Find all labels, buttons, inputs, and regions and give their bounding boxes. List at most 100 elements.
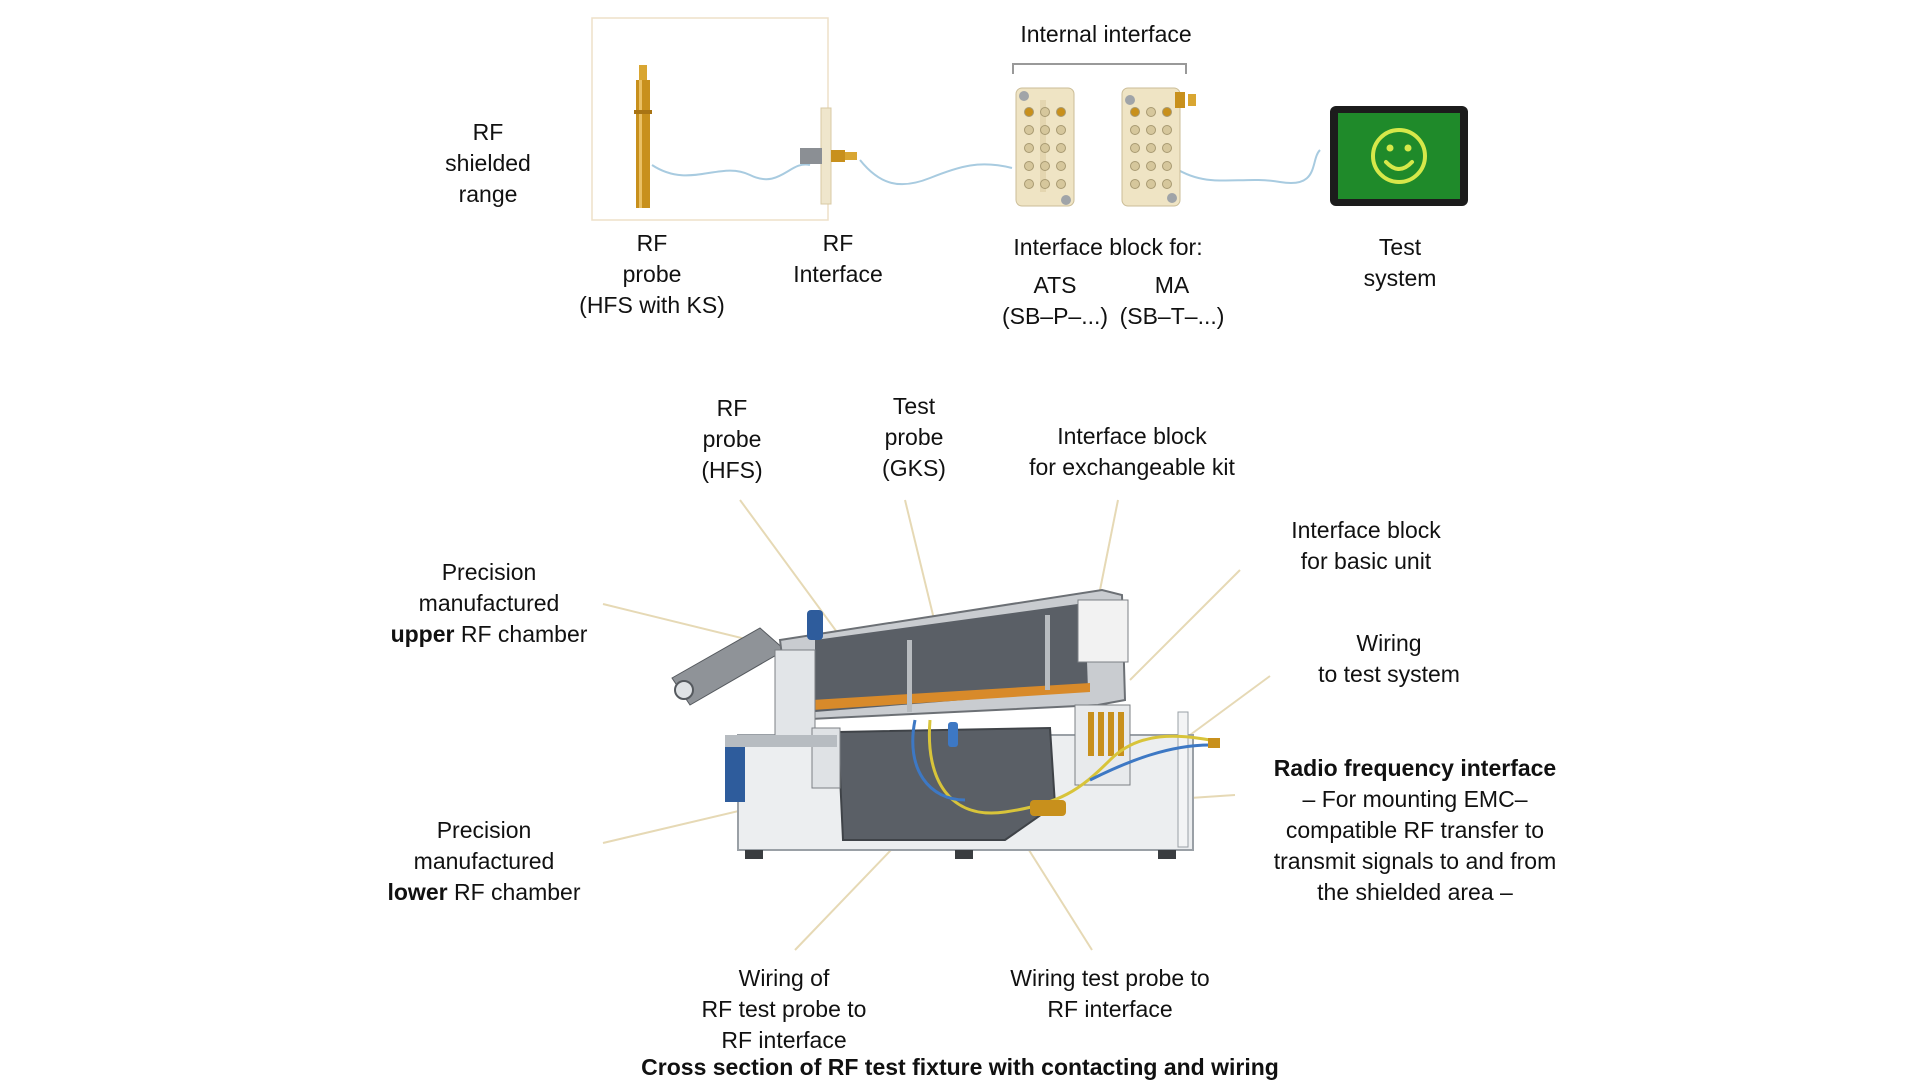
- contact-pin: [1130, 179, 1140, 189]
- contact-pin: [1024, 125, 1034, 135]
- contact-pin: [1024, 107, 1034, 117]
- shielded-range-line: shielded: [445, 150, 531, 176]
- upper-chamber-line: upper RF chamber: [391, 619, 588, 650]
- lower-chamber-rest: RF chamber: [447, 879, 581, 905]
- label-ma: MA (SB–T–...): [1120, 270, 1225, 332]
- wiring-yellow: [927, 719, 1211, 815]
- cable-interface-to-block: [859, 159, 1013, 186]
- label-upper-chamber: Precision manufactured upper RF chamber: [391, 557, 588, 650]
- upper-chamber-line: manufactured: [418, 590, 560, 616]
- contact-pin: [1130, 143, 1140, 153]
- rf-interface-line: RF: [822, 230, 854, 256]
- test-probe-gks-line: Test: [892, 393, 936, 419]
- ma-pin-grid: [1130, 107, 1172, 189]
- test-system-monitor: [1330, 106, 1468, 206]
- wiring-test-probe-line: RF interface: [1047, 996, 1173, 1022]
- contact-pin: [1146, 107, 1156, 117]
- contact-pin: [1162, 107, 1172, 117]
- lower-chamber-line: Precision: [436, 817, 532, 843]
- leader-lines: [602, 499, 1271, 951]
- contact-pin: [1056, 161, 1066, 171]
- label-wiring-test-system: Wiring to test system: [1318, 628, 1460, 690]
- rf-probe-line: probe: [622, 261, 682, 287]
- rf-interface-desc-line: transmit signals to and from: [1273, 848, 1557, 874]
- rf-interface-desc-line: compatible RF transfer to: [1285, 817, 1545, 843]
- label-interface-block-basic: Interface block for basic unit: [1291, 515, 1441, 577]
- lower-chamber-bold: lower: [387, 879, 448, 905]
- label-internal-interface: Internal interface: [1020, 21, 1192, 47]
- rf-interface-desc-line: – For mounting EMC–: [1302, 786, 1528, 812]
- contact-pin: [1040, 179, 1050, 189]
- upper-chamber-rest: RF chamber: [454, 621, 588, 647]
- upper-chamber-line: Precision: [441, 559, 537, 585]
- lower-chamber-line: manufactured: [413, 848, 555, 874]
- contact-pin: [1056, 179, 1066, 189]
- contact-pin: [1146, 125, 1156, 135]
- interface-block-exchangeable-line: Interface block: [1057, 423, 1207, 449]
- wiring-test-system-line: Wiring: [1356, 630, 1422, 656]
- wiring-test-probe-line: Wiring test probe to: [1010, 965, 1210, 991]
- label-wiring-rf-probe: Wiring of RF test probe to RF interface: [702, 963, 867, 1056]
- internal-interface-bracket: [1012, 63, 1187, 74]
- ats-line: ATS: [1033, 272, 1077, 298]
- contact-pin: [1130, 125, 1140, 135]
- contact-pin: [1040, 125, 1050, 135]
- rf-interface-desc-line: the shielded area –: [1317, 879, 1513, 905]
- rf-probe-line: (HFS with KS): [579, 292, 725, 318]
- shielded-range-line: range: [458, 181, 518, 207]
- rf-probe-hfs-line: (HFS): [701, 457, 763, 483]
- smiley-icon: [1371, 128, 1427, 184]
- wiring-rf-probe-line: Wiring of: [738, 965, 830, 991]
- top-illustration: [591, 17, 1468, 221]
- contact-pin: [1146, 143, 1156, 153]
- rf-probe-hfs-line: RF: [716, 395, 748, 421]
- label-ats: ATS (SB–P–...): [1002, 270, 1108, 332]
- contact-pin: [1146, 161, 1156, 171]
- contact-pin: [1024, 143, 1034, 153]
- contact-pin: [1130, 161, 1140, 171]
- cable-block-to-system: [1174, 149, 1321, 185]
- wiring-blue: [911, 719, 1211, 802]
- lower-chamber-line: lower RF chamber: [387, 877, 580, 908]
- test-system-line: system: [1363, 265, 1437, 291]
- label-interface-block-exchangeable: Interface block for exchangeable kit: [1029, 421, 1235, 483]
- rf-interface-desc-title: Radio frequency interface: [1273, 755, 1557, 781]
- test-system-line: Test: [1378, 234, 1422, 260]
- rf-probe-hfs-line: probe: [702, 426, 762, 452]
- label-shielded-range: RF shielded range: [445, 117, 531, 210]
- label-wiring-test-probe: Wiring test probe to RF interface: [1010, 963, 1209, 1025]
- rf-interface-connector: [800, 107, 857, 205]
- contact-pin: [1162, 125, 1172, 135]
- label-rf-probe: RF probe (HFS with KS): [579, 228, 725, 321]
- contact-pin: [1146, 179, 1156, 189]
- lower-rf-chamber: [836, 726, 1057, 841]
- rf-probe-line: RF: [636, 230, 668, 256]
- cable-probe-to-interface: [651, 163, 811, 181]
- wiring-rf-probe-line: RF test probe to: [701, 996, 867, 1022]
- label-rf-interface: RF Interface: [793, 228, 883, 290]
- contact-pin: [1040, 161, 1050, 171]
- interface-block-basic-line: Interface block: [1291, 517, 1441, 543]
- contact-pin: [1162, 161, 1172, 171]
- label-rf-interface-desc: Radio frequency interface – For mounting…: [1274, 753, 1557, 908]
- contact-pin: [1056, 143, 1066, 153]
- rf-probe-rod: [634, 65, 652, 208]
- ats-pin-grid: [1024, 107, 1066, 189]
- ma-line: MA: [1154, 272, 1190, 298]
- interface-block-exchangeable-line: for exchangeable kit: [1029, 454, 1235, 480]
- label-rf-probe-hfs: RF probe (HFS): [701, 393, 762, 486]
- contact-pin: [1024, 179, 1034, 189]
- label-lower-chamber: Precision manufactured lower RF chamber: [387, 815, 580, 908]
- upper-chamber-bold: upper: [390, 621, 455, 647]
- ma-line: (SB–T–...): [1119, 303, 1225, 329]
- label-test-probe-gks: Test probe (GKS): [882, 391, 946, 484]
- wiring-test-system-line: to test system: [1318, 661, 1460, 687]
- contact-pin: [1162, 179, 1172, 189]
- shielded-range-line: RF: [472, 119, 504, 145]
- wiring-rf-probe-line: RF interface: [721, 1027, 847, 1053]
- shielded-range-frame: [591, 17, 829, 221]
- ats-line: (SB–P–...): [1001, 303, 1109, 329]
- rf-interface-line: Interface: [793, 261, 883, 287]
- interface-block-basic-line: for basic unit: [1300, 548, 1432, 574]
